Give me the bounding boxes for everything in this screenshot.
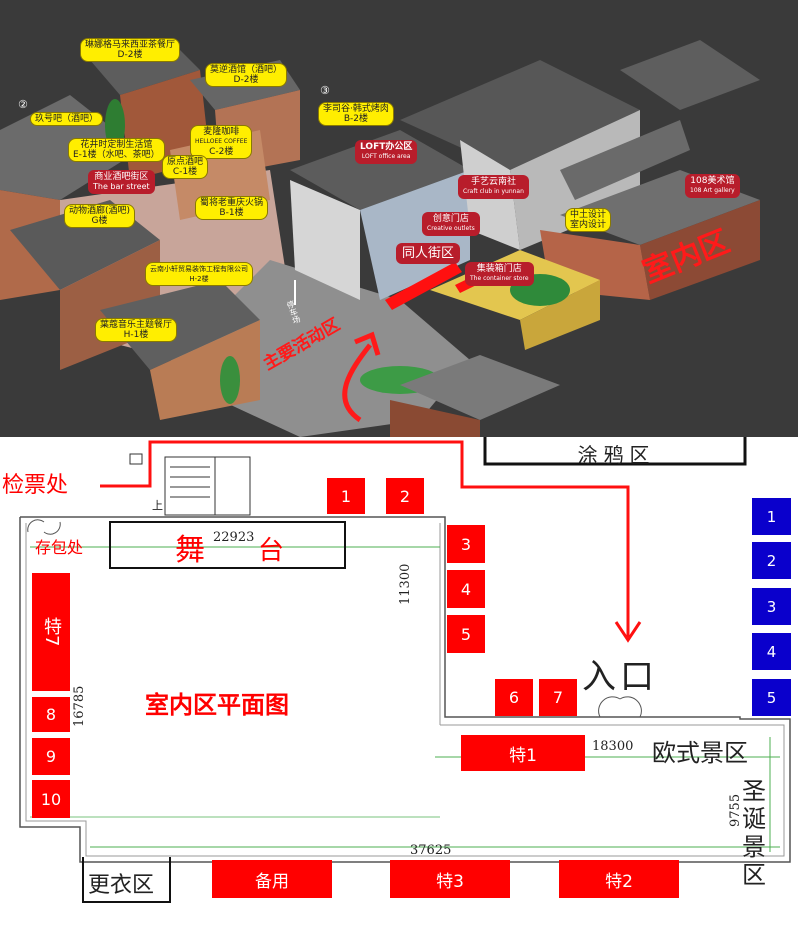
booth-special-2[interactable]: 特2 xyxy=(559,860,679,898)
blue-booth-3[interactable]: 3 xyxy=(752,588,791,625)
booth-6[interactable]: 6 xyxy=(495,679,533,716)
booth-8[interactable]: 8 xyxy=(32,697,70,732)
booth-spare[interactable]: 备用 xyxy=(212,860,332,898)
label-jiuhao-bar: 玖号吧（酒吧） xyxy=(30,112,104,126)
booth-special-1[interactable]: 特1 xyxy=(461,735,585,771)
blue-booth-4[interactable]: 4 xyxy=(752,633,791,670)
dim-11300: 11300 xyxy=(398,563,413,605)
booth-special-7[interactable]: 特7 xyxy=(32,573,70,691)
tag-tongren-street: 同人街区 xyxy=(396,243,461,264)
dim-37625: 37625 xyxy=(410,843,452,858)
label-dongwu-bar: 动物酒廊(酒吧)G楼 xyxy=(64,204,136,228)
dim-18300: 18300 xyxy=(592,739,634,754)
booth-1[interactable]: 1 xyxy=(327,478,365,514)
dim-9755: 9755 xyxy=(728,793,743,827)
bag-storage-label: 存包处 xyxy=(35,538,84,557)
aerial-drawing xyxy=(0,0,798,437)
marker-3: ③ xyxy=(320,84,330,97)
booth-9[interactable]: 9 xyxy=(32,738,70,775)
floor-plan: 涂鸦区 检票处 上 存包处 舞 22923 台 11300 16785 1830… xyxy=(0,437,798,933)
graffiti-zone-label: 涂鸦区 xyxy=(577,443,656,467)
booth-3[interactable]: 3 xyxy=(447,525,485,563)
plan-title: 室内区平面图 xyxy=(145,691,289,719)
booth-10[interactable]: 10 xyxy=(32,780,70,818)
stage-label-b: 台 xyxy=(258,536,285,566)
marker-2: ② xyxy=(18,98,28,111)
ticket-label: 检票处 xyxy=(2,473,69,498)
booth-2[interactable]: 2 xyxy=(386,478,424,514)
stage-dimension: 22923 xyxy=(213,530,255,545)
xmas-scenic-label: 圣诞景区 xyxy=(742,777,766,889)
changing-room-label: 更衣区 xyxy=(88,873,155,898)
label-zhongtu-design: 中土设计室内设计 xyxy=(565,208,612,232)
blue-booth-5[interactable]: 5 xyxy=(752,679,791,716)
stage-label-a: 舞 xyxy=(175,533,205,568)
booth-4[interactable]: 4 xyxy=(447,570,485,608)
booth-7[interactable]: 7 xyxy=(539,679,577,716)
stair-up-label: 上 xyxy=(152,499,163,512)
label-moni-bar: 莫逆酒馆（酒吧）D-2楼 xyxy=(205,63,288,87)
dim-16785: 16785 xyxy=(72,685,87,727)
euro-scenic-label: 欧式景区 xyxy=(652,739,748,767)
entrance-label: 入口 xyxy=(582,657,658,697)
booth-5[interactable]: 5 xyxy=(447,615,485,653)
booth-special-3[interactable]: 特3 xyxy=(390,860,510,898)
blue-booth-1[interactable]: 1 xyxy=(752,498,791,535)
blue-booth-2[interactable]: 2 xyxy=(752,542,791,579)
